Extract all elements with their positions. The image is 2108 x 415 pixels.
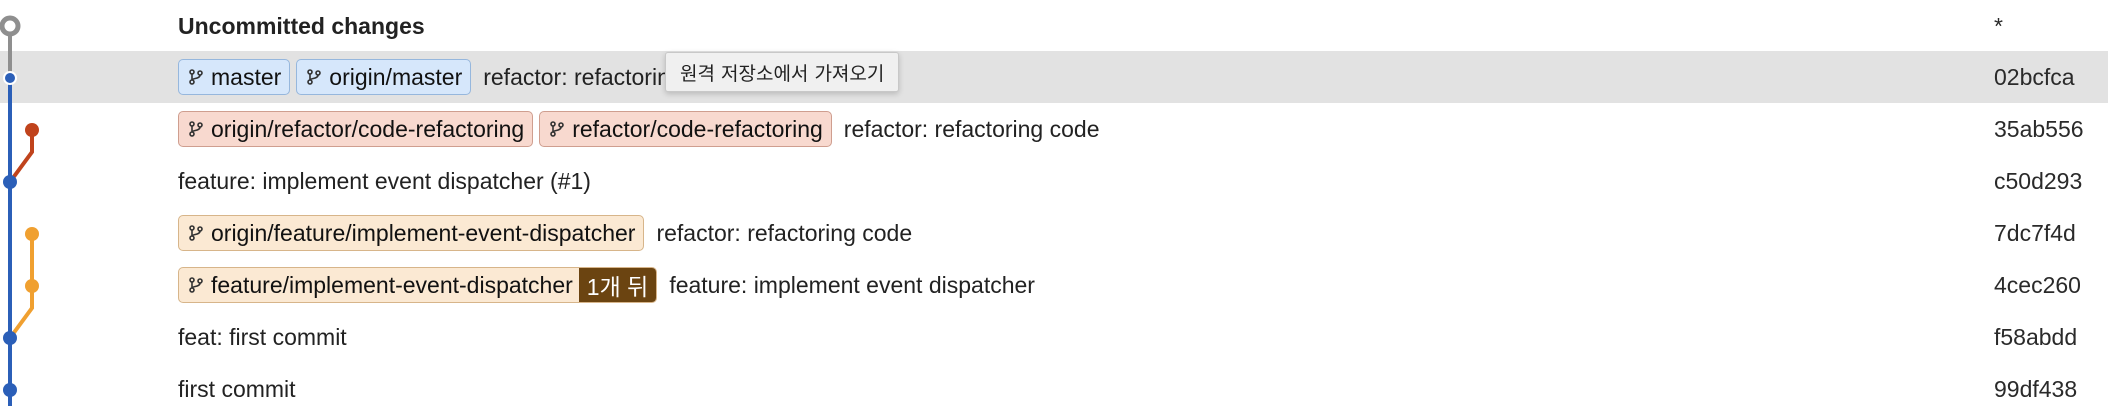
git-branch-icon [189, 225, 203, 241]
branch-tag-origin-feature[interactable]: origin/feature/implement-event-dispatche… [178, 215, 645, 251]
branch-tag-label: origin/feature/implement-event-dispatche… [211, 219, 636, 246]
branch-tag-label: origin/master [329, 63, 463, 90]
commit-row-c50d293[interactable]: feature: implement event dispatcher (#1)… [0, 155, 2108, 207]
graph-node-7dc7f4d[interactable] [25, 227, 39, 241]
commit-row-content: first commit [178, 363, 296, 415]
commit-subject: feature: implement event dispatcher [669, 271, 1035, 298]
commit-row-content: feature/implement-event-dispatcher 1개 뒤 … [178, 259, 1035, 311]
git-branch-icon [189, 277, 203, 293]
commit-graph [0, 15, 39, 406]
branch-tag-label: refactor/code-refactoring [572, 115, 823, 142]
commit-row-35ab556[interactable]: origin/refactor/code-refactoring refacto… [0, 103, 2108, 155]
git-branch-icon [550, 121, 565, 137]
graph-node-uncommitted[interactable] [0, 15, 21, 37]
commit-row-4cec260[interactable]: feature/implement-event-dispatcher 1개 뒤 … [0, 259, 2108, 311]
commit-row-f58abdd[interactable]: feat: first commit f58abdd [0, 311, 2108, 363]
commit-row-99df438[interactable]: first commit 99df438 [0, 363, 2108, 415]
commit-hash: 99df438 [1994, 375, 2078, 402]
commit-row-02bcfca[interactable]: master origin/master refactor: refactori… [0, 51, 2108, 103]
branch-tag-label: origin/refactor/code-refactoring [211, 115, 525, 142]
commit-row-content: Uncommitted changes [178, 0, 425, 52]
graph-node-99df438[interactable] [3, 383, 17, 397]
git-branch-icon [189, 121, 203, 137]
graph-line-refactor [8, 130, 34, 184]
graph-node-c50d293[interactable] [3, 175, 17, 189]
commit-row-uncommitted[interactable]: Uncommitted changes * [0, 0, 2108, 52]
branch-tag-origin-refactor[interactable]: origin/refactor/code-refactoring [178, 111, 534, 147]
commit-hash: * [1994, 12, 2003, 39]
branch-tag-origin-master[interactable]: origin/master [296, 59, 472, 95]
commit-hash: 35ab556 [1994, 115, 2084, 142]
graph-line-feature [8, 234, 34, 340]
commit-subject: first commit [178, 375, 296, 402]
commit-row-content: feature: implement event dispatcher (#1) [178, 155, 591, 207]
fetch-tooltip: 원격 저장소에서 가져오기 [665, 52, 900, 92]
commit-subject: refactor: refactoring code [656, 219, 913, 246]
commit-subject: feat: first commit [178, 323, 347, 350]
commit-hash: c50d293 [1994, 167, 2083, 194]
git-branch-icon [189, 69, 203, 85]
graph-node-02bcfca[interactable] [3, 71, 17, 85]
commit-subject: feature: implement event dispatcher (#1) [178, 167, 591, 194]
branch-tag-label: feature/implement-event-dispatcher [211, 271, 573, 298]
commit-row-content: master origin/master refactor: refactori… [178, 51, 739, 103]
commit-subject: refactor: refactoring code [843, 115, 1100, 142]
behind-count-badge: 1개 뒤 [578, 268, 657, 302]
graph-node-35ab556[interactable] [25, 123, 39, 137]
commit-row-content: feat: first commit [178, 311, 347, 363]
branch-tag-master[interactable]: master [178, 59, 291, 95]
commit-row-7dc7f4d[interactable]: origin/feature/implement-event-dispatche… [0, 207, 2108, 259]
commit-row-content: origin/feature/implement-event-dispatche… [178, 207, 912, 259]
commit-row-content: origin/refactor/code-refactoring refacto… [178, 103, 1099, 155]
branch-tag-feature[interactable]: feature/implement-event-dispatcher 1개 뒤 [178, 267, 658, 303]
commit-hash: f58abdd [1994, 323, 2078, 350]
commit-hash: 7dc7f4d [1994, 219, 2076, 246]
commit-hash: 4cec260 [1994, 271, 2081, 298]
commit-subject: Uncommitted changes [178, 12, 425, 39]
git-branch-icon [307, 69, 322, 85]
graph-node-f58abdd[interactable] [3, 331, 17, 345]
branch-tag-refactor[interactable]: refactor/code-refactoring [539, 111, 832, 147]
branch-tag-label: master [211, 63, 282, 90]
commit-hash: 02bcfca [1994, 63, 2075, 90]
graph-node-4cec260[interactable] [25, 279, 39, 293]
